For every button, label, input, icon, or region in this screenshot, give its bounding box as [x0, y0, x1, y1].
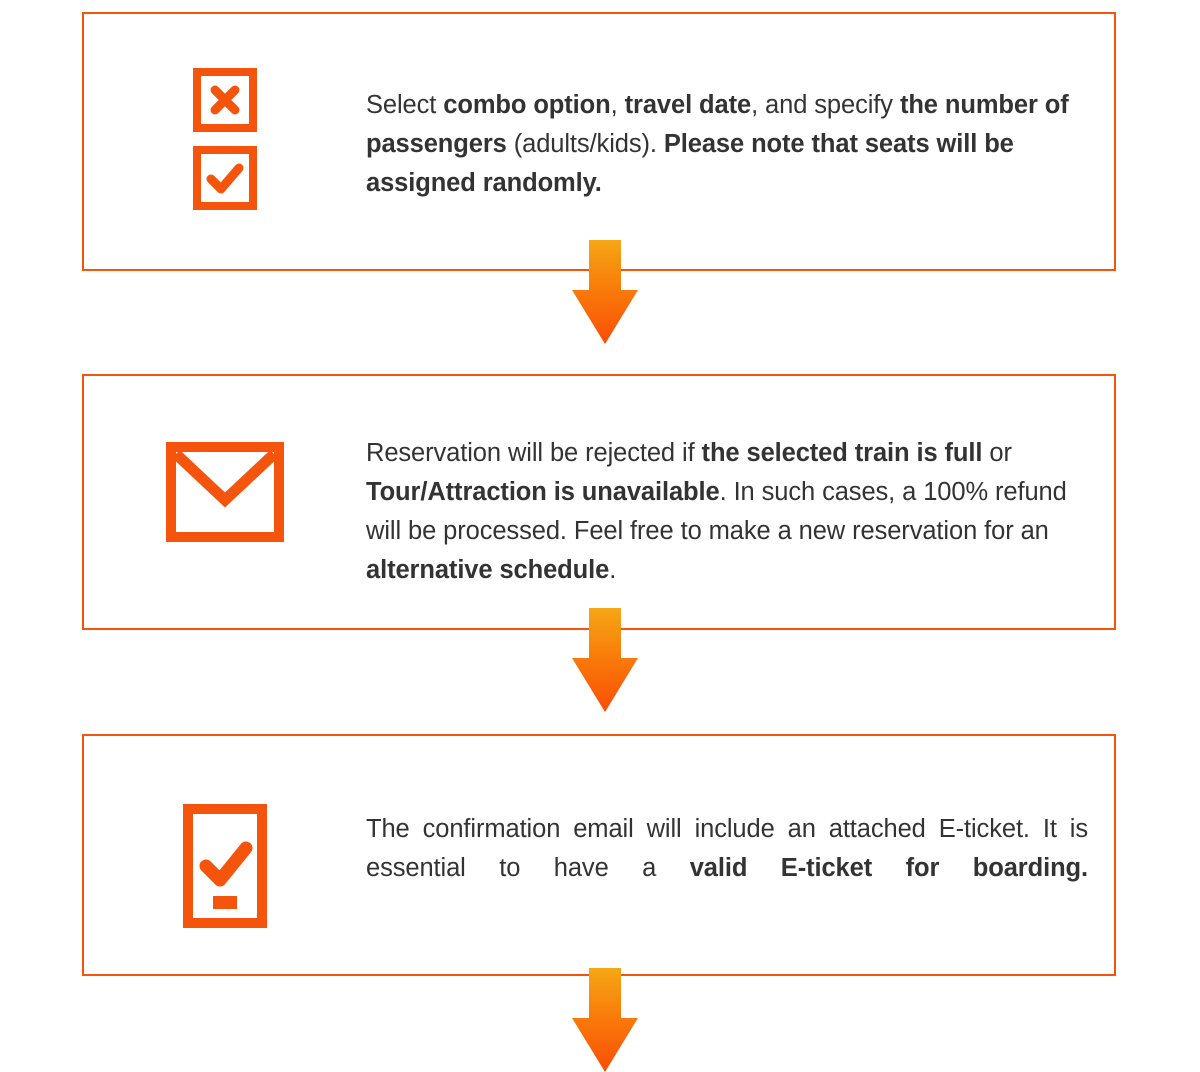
step-box-3: The confirmation email will include an a…: [82, 734, 1116, 976]
emphasis-text: alternative schedule: [366, 556, 610, 584]
envelope-icon: [166, 442, 284, 542]
step-box-1: Select combo option, travel date, and sp…: [82, 12, 1116, 271]
emphasis-text: combo option: [443, 91, 611, 119]
body-text: .: [609, 556, 617, 584]
emphasis-text: valid E-ticket for boarding.: [689, 854, 1089, 882]
mobile-eticket-check-icon: [183, 804, 267, 928]
checkbox-x-check-icon: [193, 68, 257, 210]
step-1-text: Select combo option, travel date, and sp…: [366, 14, 1114, 203]
down-arrow-icon-2: [572, 608, 638, 712]
step-1-icon-cell: [84, 14, 366, 210]
emphasis-text: the selected train is full: [701, 439, 983, 467]
emphasis-text: Please note that seats will be assigned …: [366, 130, 1014, 197]
emphasis-text: Tour/Attraction is unavailable: [366, 478, 720, 506]
body-text: Reservation will be rejected if: [366, 439, 702, 467]
down-arrow-icon-1: [572, 240, 638, 344]
step-2-text: Reservation will be rejected if the sele…: [366, 376, 1114, 590]
step-box-2: Reservation will be rejected if the sele…: [82, 374, 1116, 630]
body-text: . In such cases, a 100% refund will be p…: [366, 478, 1067, 545]
process-flow-diagram: Select combo option, travel date, and sp…: [82, 12, 1116, 1072]
body-text: (adults/kids).: [506, 130, 664, 158]
step-1-paragraph: Select combo option, travel date, and sp…: [366, 91, 1069, 197]
emphasis-text: travel date: [624, 91, 752, 119]
step-3-text: The confirmation email will include an a…: [366, 736, 1114, 927]
body-text: The confirmation email will include an a…: [366, 815, 1088, 882]
body-text: or: [982, 439, 1012, 467]
body-text: ,: [610, 91, 625, 119]
body-text: Select: [366, 91, 444, 119]
step-2-icon-cell: [84, 376, 366, 542]
emphasis-text: the number of passengers: [366, 91, 1069, 158]
down-arrow-icon-3: [572, 968, 638, 1072]
step-3-icon-cell: [84, 736, 366, 928]
step-3-paragraph: The confirmation email will include an a…: [366, 815, 1088, 921]
step-2-paragraph: Reservation will be rejected if the sele…: [366, 439, 1067, 584]
body-text: , and specify: [751, 91, 900, 119]
